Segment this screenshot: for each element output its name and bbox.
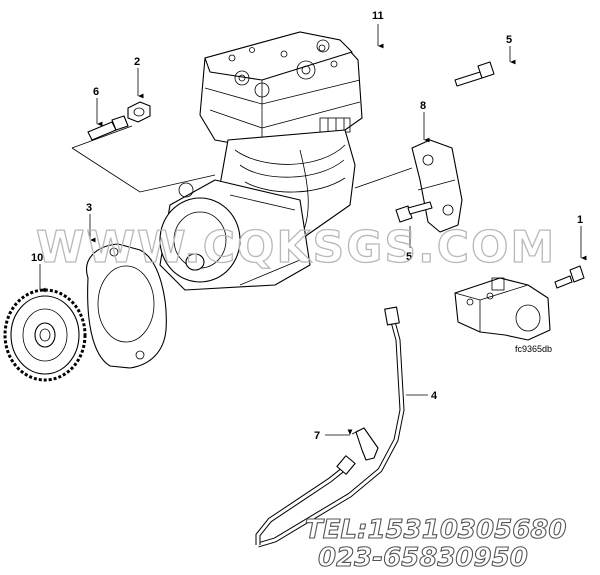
compressor-head xyxy=(199,31,363,151)
callout-2: 2 xyxy=(134,56,140,68)
compressor-flange xyxy=(159,179,311,291)
bolt-5-upper xyxy=(454,61,495,87)
nut-2 xyxy=(127,101,151,123)
tel-watermark: TEL:15310305680 xyxy=(305,515,566,545)
bolt-5-lower xyxy=(395,201,433,223)
mounting-bracket xyxy=(411,139,463,233)
callout-8: 8 xyxy=(420,100,426,112)
callout-1: 1 xyxy=(577,214,583,226)
callout-4: 4 xyxy=(431,390,438,402)
bolt-1 xyxy=(554,265,585,289)
figure-reference-code: fc9365db xyxy=(515,344,552,354)
callout-6: 6 xyxy=(93,86,99,98)
callout-5-upper: 5 xyxy=(506,34,512,46)
callout-7: 7 xyxy=(314,430,320,442)
callout-5-lower: 5 xyxy=(406,251,412,263)
drive-gear xyxy=(3,288,87,382)
elbow-fitting-7 xyxy=(351,427,379,461)
air-tube xyxy=(255,306,405,548)
callout-11: 11 xyxy=(372,10,384,22)
site-watermark: WWW.CQKSGS.COM xyxy=(36,222,556,273)
support-block xyxy=(454,277,551,341)
callout-10: 10 xyxy=(31,252,43,264)
stud-6 xyxy=(87,115,129,141)
phone-watermark: 023-65830950 xyxy=(318,543,528,573)
callout-3: 3 xyxy=(86,202,92,214)
gasket xyxy=(86,243,167,369)
